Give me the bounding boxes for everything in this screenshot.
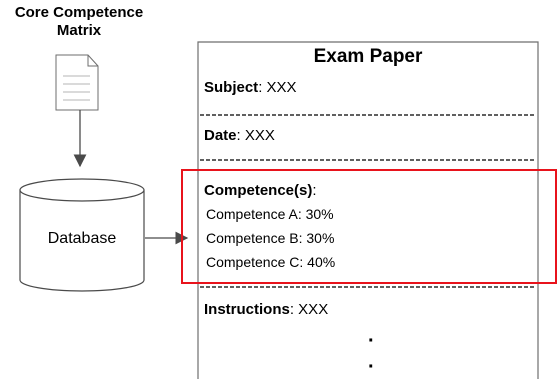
core-competence-matrix-title: Core Competence Matrix (14, 4, 144, 39)
competence-key: Competence(s) (204, 182, 313, 199)
exam-paper-title: Exam Paper (313, 46, 423, 67)
document-icon (55, 54, 99, 111)
dashed-separators (200, 114, 536, 288)
instructions-value: : XXX (289, 301, 329, 318)
date-field: Date: XXX (204, 127, 275, 145)
date-key: Date (204, 127, 237, 144)
instructions-field: Instructions: XXX (204, 301, 328, 319)
date-value: : XXX (236, 127, 275, 144)
competence-colon: : (312, 182, 317, 199)
competence-item-c: Competence C: 40% (206, 254, 336, 270)
subject-value: : XXX (258, 79, 297, 96)
subject-key: Subject (204, 79, 259, 96)
competence-field: Competence(s): (204, 182, 317, 200)
database-label: Database (47, 230, 117, 247)
ellipsis-dot-2: · (368, 356, 375, 378)
exam-paper-frame (197, 41, 539, 379)
competence-item-a: Competence A: 30% (206, 206, 334, 222)
subject-field: Subject: XXX (204, 79, 297, 97)
ellipsis-dot-1: · (368, 330, 375, 352)
competence-highlight-box (181, 169, 557, 284)
instructions-key: Instructions (204, 301, 290, 318)
competence-item-b: Competence B: 30% (206, 230, 335, 246)
database-cylinder-icon (19, 178, 145, 292)
